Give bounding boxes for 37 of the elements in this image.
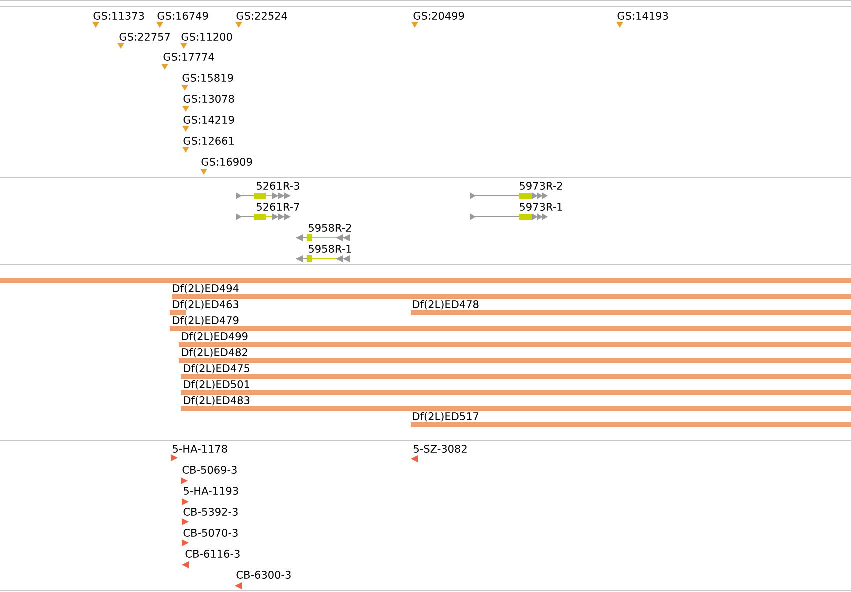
feature-label: GS:11373 [94, 12, 144, 20]
transcript-label: 5973R-1 [520, 203, 562, 211]
feature-label: 5-HA-1178 [173, 445, 228, 453]
feature-label: GS:14193 [618, 12, 668, 20]
feature-label: GS:11200 [182, 33, 232, 41]
feature-label: GS:13078 [184, 95, 234, 103]
deletion-label: Df(2L)ED494 [173, 284, 239, 294]
feature-label: GS:20499 [414, 12, 464, 20]
feature-label: GS:22757 [120, 33, 170, 41]
feature-label: GS:22524 [236, 12, 288, 20]
feature-label: GS:14219 [184, 116, 234, 124]
deletion-label: Df(2L)ED499 [182, 332, 248, 342]
transcript-label: 5973R-2 [520, 182, 562, 190]
feature-label: GS:17774 [164, 53, 214, 61]
deletion-label: Df(2L)ED517 [413, 412, 479, 422]
deletion-label: Df(2L)ED478 [413, 300, 479, 310]
deletion-label: Df(2L)ED501 [184, 380, 250, 390]
deletion-label: Df(2L)ED482 [182, 348, 248, 358]
feature-label: CB-5392-3 [184, 508, 238, 516]
feature-label: 5-SZ-3082 [414, 445, 467, 453]
feature-label: GS:16749 [158, 12, 208, 20]
feature-label: CB-5069-3 [182, 466, 237, 474]
deletion-label: Df(2L)ED475 [184, 364, 250, 374]
feature-label: GS:12661 [184, 137, 234, 145]
feature-label: CB-5070-3 [184, 529, 238, 537]
feature-label: 5-HA-1193 [184, 487, 238, 495]
deletion-label: Df(2L)ED479 [173, 316, 239, 326]
feature-label: GS:16909 [202, 158, 252, 166]
deletion-label: Df(2L)ED463 [173, 300, 239, 310]
transcript-label: 5958R-1 [309, 245, 352, 253]
transcript-label: 5261R-7 [257, 203, 300, 211]
deletion-label: Df(2L)ED483 [184, 396, 250, 406]
feature-label: CB-6116-3 [186, 550, 240, 558]
feature-label: CB-6300-3 [236, 571, 291, 579]
transcript-label: 5261R-3 [257, 182, 300, 190]
feature-label: GS:15819 [182, 74, 234, 82]
transcript-label: 5958R-2 [309, 224, 352, 232]
